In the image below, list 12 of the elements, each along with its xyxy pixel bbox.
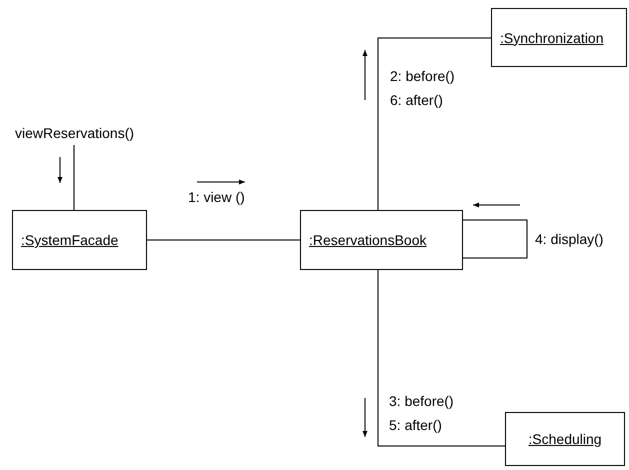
object-box [12, 210, 147, 270]
connector-line [378, 38, 492, 210]
connector-line [462, 220, 528, 258]
object-box [300, 210, 463, 270]
connector-line [378, 270, 506, 446]
object-name: :SystemFacade [21, 232, 118, 248]
object-name: :Scheduling [528, 431, 602, 447]
object-name: :Synchronization [500, 30, 604, 46]
object-box [491, 8, 627, 67]
object-box [505, 412, 625, 466]
message-text: viewReservations() [15, 125, 134, 141]
object-name: :ReservationsBook [309, 232, 427, 248]
